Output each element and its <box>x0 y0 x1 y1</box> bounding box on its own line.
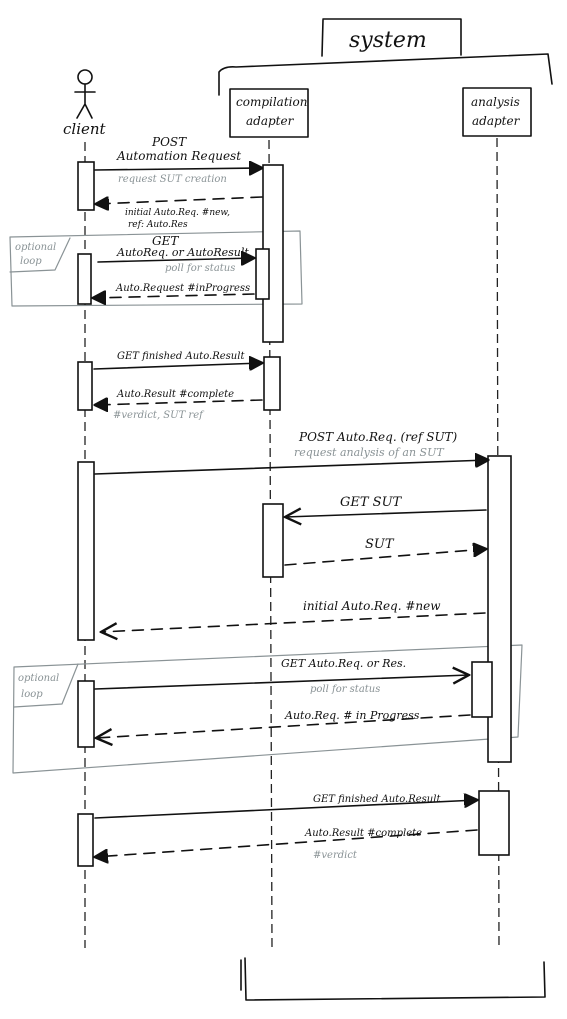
system-title: system <box>349 28 427 53</box>
m2-label-1: initial Auto.Req. #new, <box>125 208 230 218</box>
m3-note: poll for status <box>165 263 235 274</box>
client-activation-5 <box>77 680 95 748</box>
client-activation-1 <box>77 161 95 211</box>
analysis-activation-1 <box>487 455 512 763</box>
compilation-label-1: compilation <box>236 95 307 109</box>
m6-label: Auto.Result #complete <box>116 389 234 400</box>
m1-note: request SUT creation <box>118 174 227 185</box>
optional-loop-frame-1: optional loop <box>9 230 303 307</box>
actor-head <box>77 69 93 85</box>
message-post-auto-req-ref-sut: POST Auto.Req. (ref SUT) request analysi… <box>94 430 488 475</box>
analysis-activation-2 <box>471 661 493 718</box>
message-get-finished-1: GET finished Auto.Result <box>93 351 262 369</box>
compilation-label-2: adapter <box>246 114 295 128</box>
m13-label: GET finished Auto.Result <box>313 794 441 805</box>
m1-title-2: Automation Request <box>116 149 241 163</box>
compilation-activation-4 <box>262 503 284 578</box>
message-initial-auto-req-1: initial Auto.Req. #new, ref: Auto.Res <box>96 196 263 230</box>
m3-title-2: AutoReq. or AutoResult <box>116 246 249 259</box>
m1-title-1: POST <box>151 135 187 149</box>
m6-note: #verdict, SUT ref <box>113 410 205 421</box>
m7-label: POST Auto.Req. (ref SUT) <box>298 430 458 444</box>
message-complete-1: Auto.Result #complete #verdict, SUT ref <box>95 389 263 421</box>
compilation-adapter-box <box>229 88 309 138</box>
m9-label: SUT <box>365 537 395 552</box>
analysis-label-2: adapter <box>472 114 521 128</box>
m14-label: Auto.Result #complete <box>304 828 422 839</box>
client-actor: client <box>63 69 107 138</box>
system-boundary: system <box>218 18 553 1001</box>
m5-label: GET finished Auto.Result <box>117 351 245 362</box>
m3-title-1: GET <box>152 234 179 248</box>
optional-loop-frame-2: optional loop <box>12 644 523 774</box>
m14-note: #verdict <box>313 850 358 861</box>
message-get-finished-2: GET finished Auto.Result <box>94 794 477 819</box>
analysis-label-1: analysis <box>471 95 520 109</box>
compilation-activation-3 <box>263 356 281 411</box>
m8-label: GET SUT <box>340 495 403 510</box>
client-activation-3 <box>77 361 93 411</box>
loop2-label-2: loop <box>21 689 43 700</box>
message-complete-2: Auto.Result #complete #verdict <box>95 828 478 861</box>
analysis-adapter-head: analysis adapter <box>462 87 532 137</box>
message-get-poll-1: GET AutoReq. or AutoResult poll for stat… <box>97 234 254 274</box>
m11-label: GET Auto.Req. or Res. <box>281 657 406 670</box>
analysis-activation-3 <box>478 790 510 856</box>
message-in-progress-1: Auto.Request #inProgress <box>93 283 255 298</box>
client-activation-2 <box>77 253 92 305</box>
loop1-label-2: loop <box>20 256 42 267</box>
message-get-poll-2: GET Auto.Req. or Res. poll for status <box>94 657 469 695</box>
client-activation-6 <box>77 813 94 867</box>
compilation-activation-2 <box>255 248 270 300</box>
loop1-label-1: optional <box>15 242 56 253</box>
message-post-automation-request: POST Automation Request request SUT crea… <box>94 135 262 185</box>
compilation-adapter-head: compilation adapter <box>229 88 309 138</box>
m11-note: poll for status <box>310 684 380 695</box>
m7-note: request analysis of an SUT <box>294 446 445 459</box>
client-label: client <box>63 120 107 138</box>
m4-label: Auto.Request #inProgress <box>115 283 250 294</box>
message-get-sut: GET SUT <box>285 495 487 517</box>
m10-label: initial Auto.Req. #new <box>303 599 441 613</box>
m2-label-2: ref: Auto.Res <box>128 220 188 230</box>
analysis-adapter-box <box>462 87 532 137</box>
client-activation-4 <box>77 461 95 641</box>
message-initial-auto-req-2: initial Auto.Req. #new <box>101 599 486 632</box>
m12-label: Auto.Req. # in Progress <box>284 709 420 722</box>
message-sut-return: SUT <box>284 537 486 566</box>
loop2-label-1: optional <box>18 673 59 684</box>
message-in-progress-2: Auto.Req. # in Progress <box>96 709 471 738</box>
